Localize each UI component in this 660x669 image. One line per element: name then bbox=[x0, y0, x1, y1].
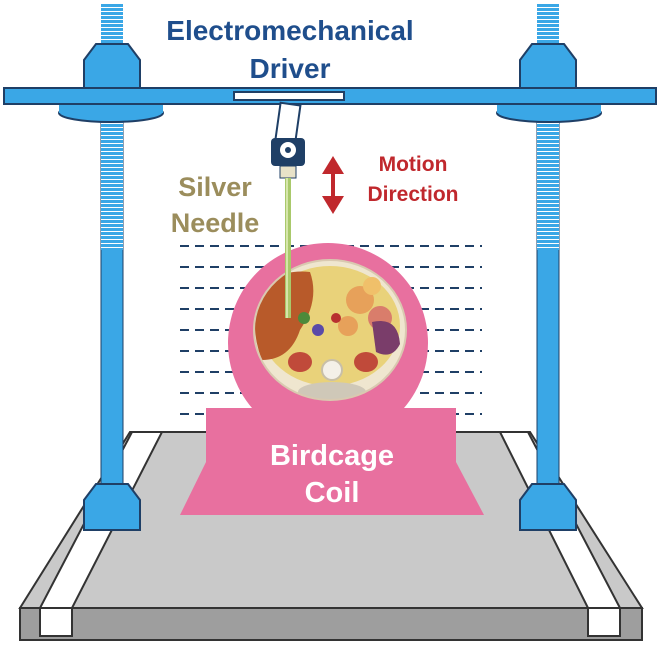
driver-label-line2: Driver bbox=[250, 53, 331, 84]
right-frame-column bbox=[496, 4, 602, 531]
abdominal-cross-section-image bbox=[254, 260, 406, 400]
anatomy-outline bbox=[253, 259, 407, 401]
right-top-nut bbox=[519, 43, 577, 89]
needle-label-line2: Needle bbox=[171, 208, 260, 238]
bed-right-rail-end bbox=[587, 607, 621, 637]
bed-left-rail-end bbox=[39, 607, 73, 637]
crossbar-center-slot bbox=[233, 91, 345, 101]
holder-arm bbox=[274, 101, 302, 145]
driver-crossbar bbox=[3, 87, 657, 105]
left-bottom-nut bbox=[83, 483, 141, 531]
needle-holder bbox=[271, 101, 305, 179]
motion-label-line2: Direction bbox=[367, 183, 458, 206]
driver-label-line1: Electromechanical bbox=[166, 15, 413, 46]
double-headed-arrow-icon bbox=[322, 156, 344, 214]
needle-collar bbox=[279, 165, 297, 179]
bed-front-face bbox=[19, 607, 643, 641]
silver-needle bbox=[285, 178, 291, 318]
left-frame-column bbox=[58, 4, 164, 531]
coil-label-line2: Coil bbox=[305, 477, 360, 509]
coil-label-line1: Birdcage bbox=[270, 440, 394, 472]
needle-label-line1: Silver bbox=[178, 172, 252, 202]
right-bottom-nut bbox=[519, 483, 577, 531]
motion-label-line1: Motion bbox=[379, 153, 448, 176]
left-top-nut bbox=[83, 43, 141, 89]
